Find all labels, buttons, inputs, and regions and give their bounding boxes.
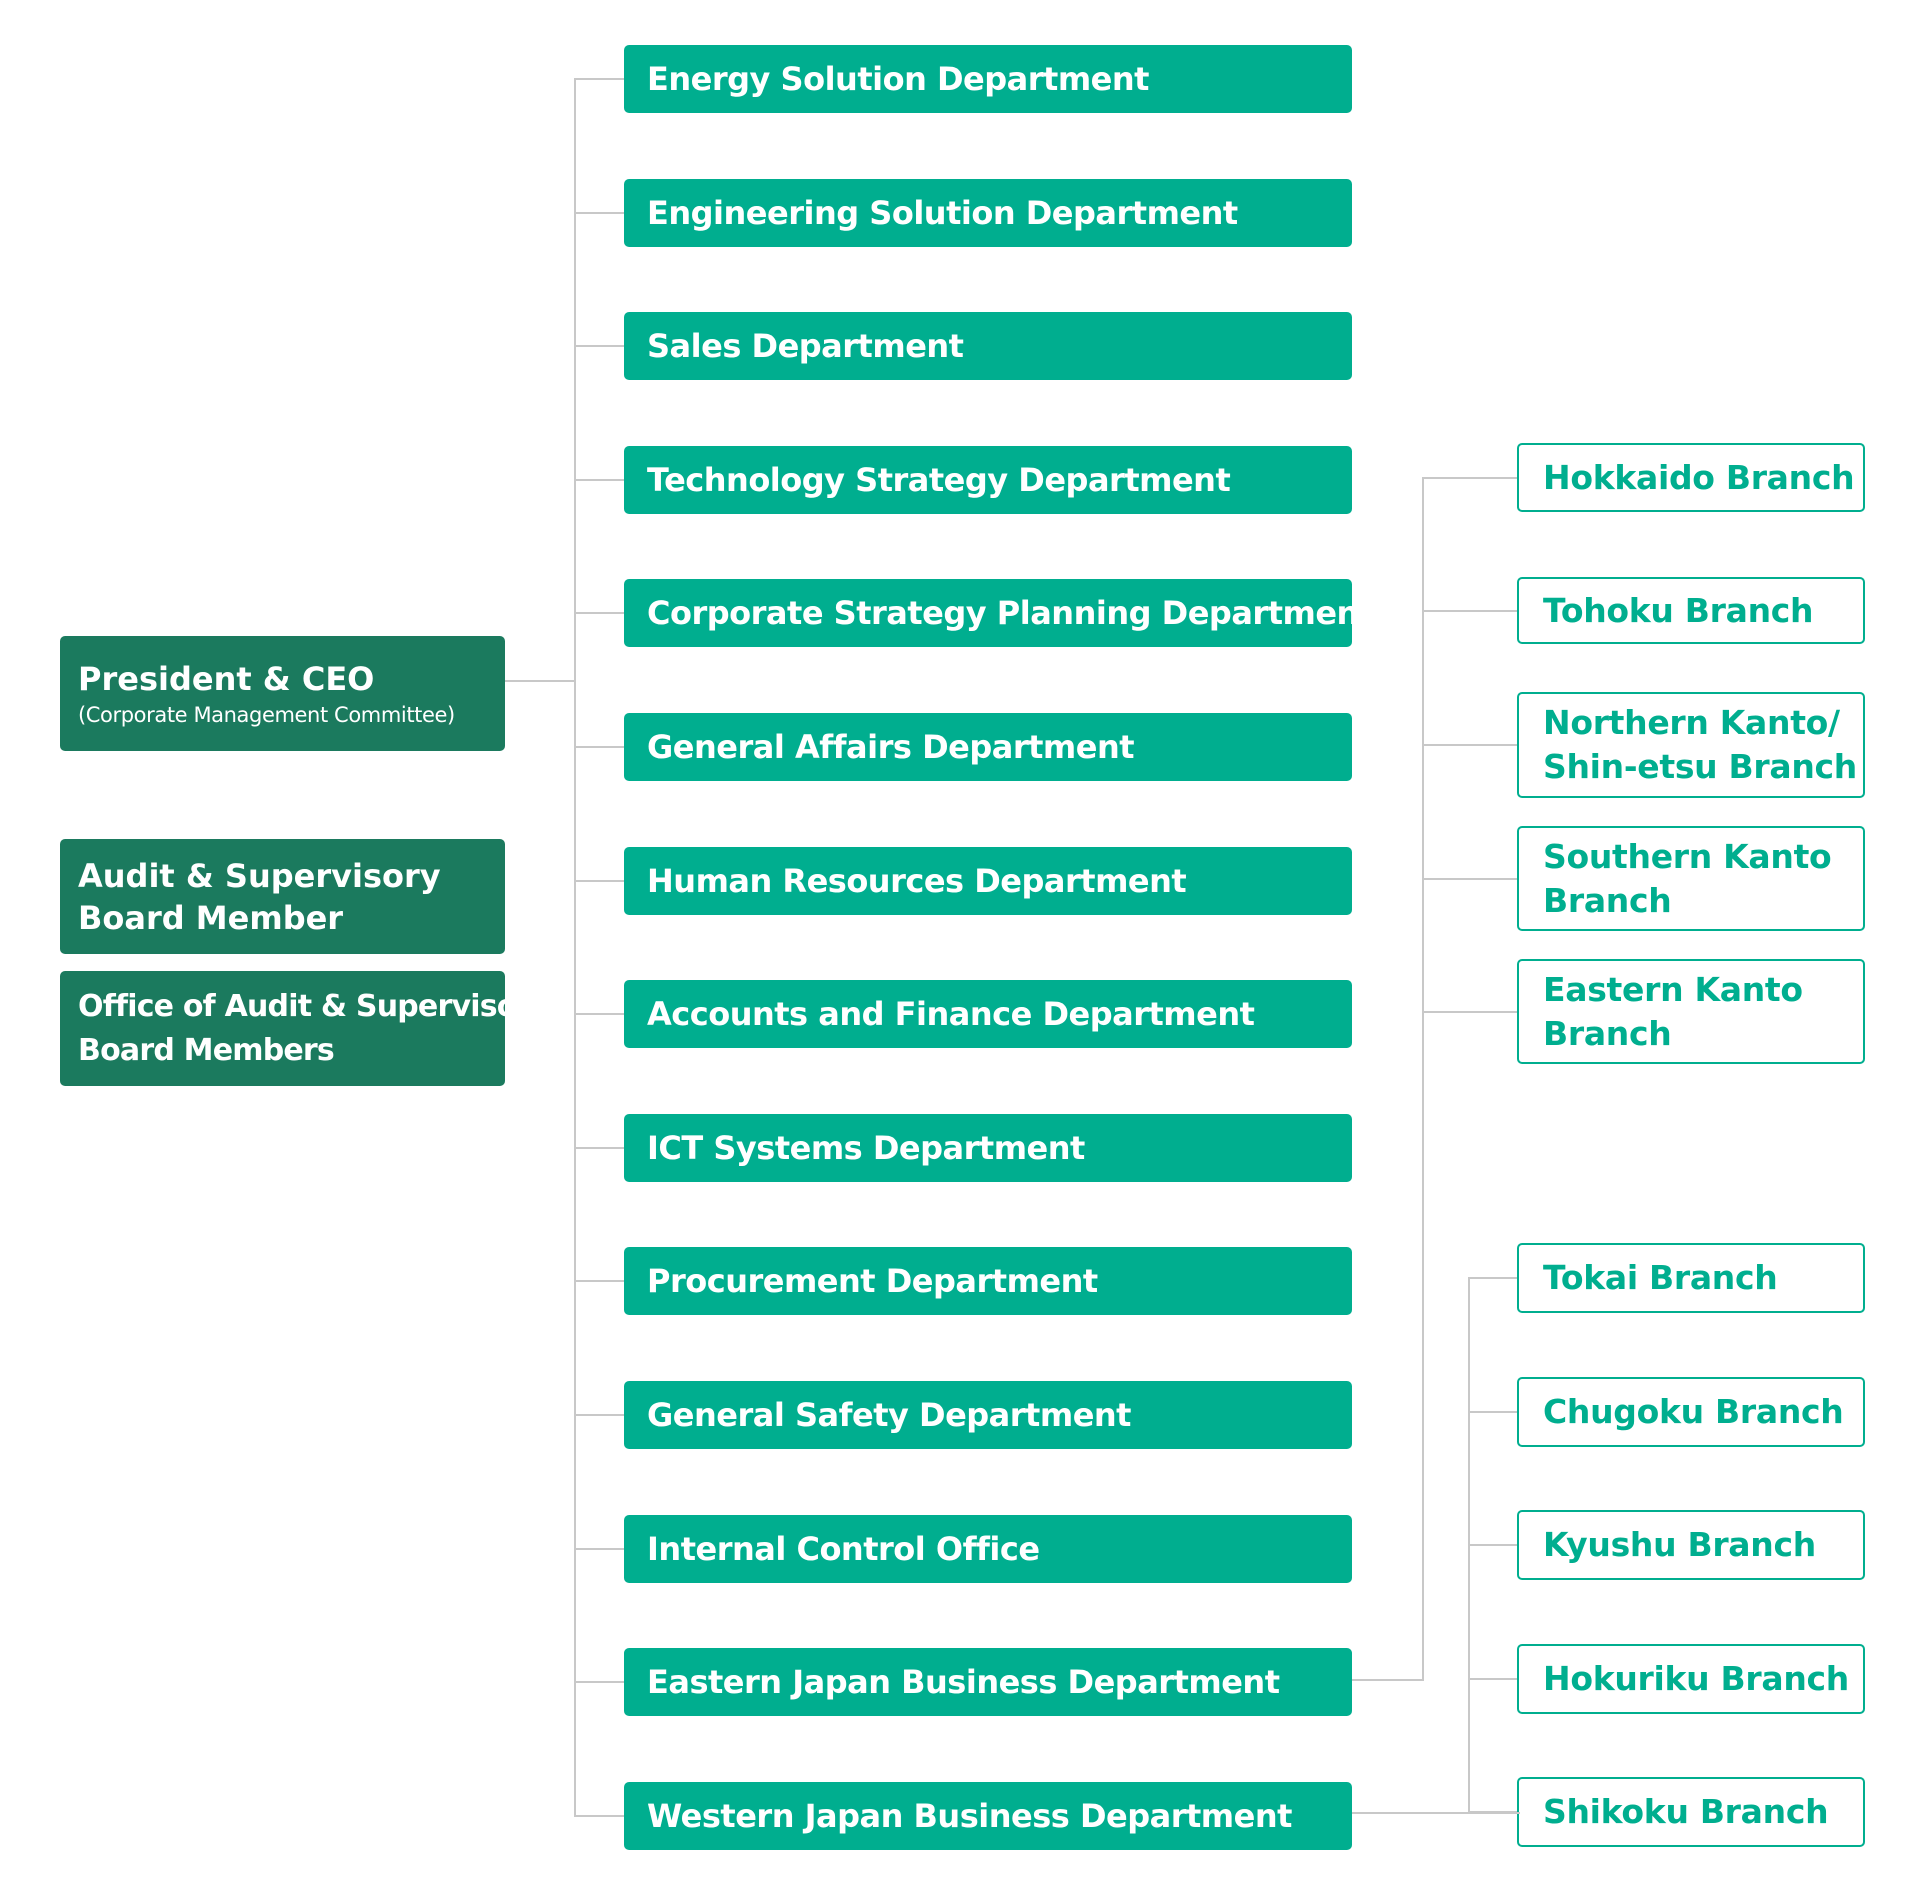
branch-label: Kyushu Branch bbox=[1543, 1525, 1816, 1565]
connector-western-branch-tick bbox=[1468, 1811, 1517, 1813]
western-branch-box: Hokuriku Branch bbox=[1517, 1643, 1865, 1714]
audit-board-member-box: Audit & Supervisory Board Member bbox=[60, 839, 505, 954]
department-box: General Safety Department bbox=[624, 1381, 1352, 1449]
department-box: Eastern Japan Business Department bbox=[624, 1648, 1352, 1717]
audit-member-line1: Audit & Supervisory bbox=[78, 856, 441, 895]
branch-label: Tohoku Branch bbox=[1543, 590, 1814, 630]
department-label: Technology Strategy Department bbox=[647, 460, 1231, 499]
department-box: Procurement Department bbox=[624, 1247, 1352, 1316]
department-label: Sales Department bbox=[647, 327, 964, 366]
branch-label: Eastern Kanto bbox=[1543, 969, 1803, 1009]
branch-label: Chugoku Branch bbox=[1543, 1391, 1844, 1431]
connector-department-tick bbox=[574, 78, 624, 80]
branch-label: Southern Kanto bbox=[1543, 836, 1832, 876]
department-box: Western Japan Business Department bbox=[624, 1781, 1352, 1850]
connector-western-trunk bbox=[1468, 1278, 1470, 1814]
western-branch-box: Kyushu Branch bbox=[1517, 1510, 1865, 1581]
connector-western-branch-tick bbox=[1468, 1544, 1517, 1546]
connector-department-tick bbox=[574, 880, 624, 882]
eastern-branch-box: Eastern Kanto Branch bbox=[1517, 959, 1865, 1064]
connector-department-tick bbox=[574, 1280, 624, 1282]
audit-office-line2: Board Members bbox=[78, 1032, 335, 1068]
department-label: Accounts and Finance Department bbox=[647, 995, 1255, 1034]
connector-department-tick bbox=[574, 746, 624, 748]
audit-office-line1: Office of Audit & Supervisory bbox=[78, 988, 550, 1024]
connector-department-tick bbox=[574, 1548, 624, 1550]
western-branch-box: Tokai Branch bbox=[1517, 1243, 1865, 1313]
branch-label-line2: Shin-etsu Branch bbox=[1543, 747, 1857, 786]
connector-eastern-trunk bbox=[1422, 478, 1424, 1681]
eastern-branch-box: Hokkaido Branch bbox=[1517, 443, 1865, 512]
connector-western-branch-tick bbox=[1468, 1277, 1517, 1279]
connector-eastern-branch-tick bbox=[1422, 610, 1517, 612]
connector-trunk bbox=[574, 78, 576, 1816]
connector-department-tick bbox=[574, 1414, 624, 1416]
department-box: Accounts and Finance Department bbox=[624, 980, 1352, 1049]
western-branch-box: Shikoku Branch bbox=[1517, 1777, 1865, 1848]
department-box: Technology Strategy Department bbox=[624, 445, 1352, 514]
department-box: Sales Department bbox=[624, 312, 1352, 381]
department-label: ICT Systems Department bbox=[647, 1128, 1085, 1167]
president-title: President & CEO bbox=[78, 659, 375, 698]
department-box: Energy Solution Department bbox=[624, 45, 1352, 113]
connector-eastern-branch-tick bbox=[1422, 878, 1517, 880]
department-box: Internal Control Office bbox=[624, 1514, 1352, 1583]
department-box: Engineering Solution Department bbox=[624, 178, 1352, 247]
department-label: General Affairs Department bbox=[647, 728, 1135, 766]
department-label: Eastern Japan Business Department bbox=[647, 1663, 1280, 1702]
department-label: Internal Control Office bbox=[647, 1529, 1040, 1568]
connector-department-tick bbox=[574, 479, 624, 481]
department-label: Energy Solution Department bbox=[647, 60, 1149, 98]
eastern-branch-box: Southern Kanto Branch bbox=[1517, 826, 1865, 931]
connector-western-branch-tick bbox=[1468, 1411, 1517, 1413]
department-box: ICT Systems Department bbox=[624, 1113, 1352, 1182]
connector-eastern-branch-tick bbox=[1422, 744, 1517, 746]
branch-label: Tokai Branch bbox=[1543, 1258, 1778, 1297]
department-box: Corporate Strategy Planning Department bbox=[624, 579, 1374, 648]
connector-eastern-branch-tick bbox=[1422, 1011, 1517, 1013]
department-label: Engineering Solution Department bbox=[647, 193, 1238, 232]
branch-label: Hokkaido Branch bbox=[1543, 457, 1855, 497]
president-ceo-box: President & CEO (Corporate Management Co… bbox=[60, 636, 505, 751]
department-label: Procurement Department bbox=[647, 1262, 1098, 1301]
department-label: Western Japan Business Department bbox=[647, 1796, 1292, 1835]
department-label: Corporate Strategy Planning Department bbox=[647, 594, 1374, 633]
branch-label: Northern Kanto/ bbox=[1543, 703, 1840, 742]
western-branch-box: Chugoku Branch bbox=[1517, 1376, 1865, 1447]
president-subtitle: (Corporate Management Committee) bbox=[78, 702, 455, 727]
audit-office-box: Office of Audit & Supervisory Board Memb… bbox=[60, 971, 550, 1086]
connector-western-dept bbox=[1352, 1812, 1520, 1814]
connector-department-tick bbox=[574, 345, 624, 347]
connector-eastern-branch-tick bbox=[1422, 477, 1517, 479]
connector-eastern-dept bbox=[1352, 1679, 1424, 1681]
connector-department-tick bbox=[574, 1681, 624, 1683]
eastern-branch-box: Tohoku Branch bbox=[1517, 577, 1865, 644]
audit-member-line2: Board Member bbox=[78, 898, 344, 937]
connector-western-branch-tick bbox=[1468, 1678, 1517, 1680]
department-label: Human Resources Department bbox=[647, 861, 1187, 900]
branch-label-line2: Branch bbox=[1543, 880, 1672, 920]
connector-department-tick bbox=[574, 1013, 624, 1015]
department-box: Human Resources Department bbox=[624, 846, 1352, 915]
connector-president bbox=[505, 680, 575, 682]
connector-department-tick bbox=[574, 212, 624, 214]
branch-label: Shikoku Branch bbox=[1543, 1792, 1829, 1832]
branch-label: Hokuriku Branch bbox=[1543, 1658, 1849, 1698]
connector-department-tick bbox=[574, 1147, 624, 1149]
department-box: General Affairs Department bbox=[624, 713, 1352, 781]
department-label: General Safety Department bbox=[647, 1396, 1131, 1434]
eastern-branch-box: Northern Kanto/ Shin-etsu Branch bbox=[1517, 692, 1865, 798]
connector-department-tick bbox=[574, 1815, 624, 1817]
connector-department-tick bbox=[574, 612, 624, 614]
branch-label-line2: Branch bbox=[1543, 1013, 1672, 1053]
